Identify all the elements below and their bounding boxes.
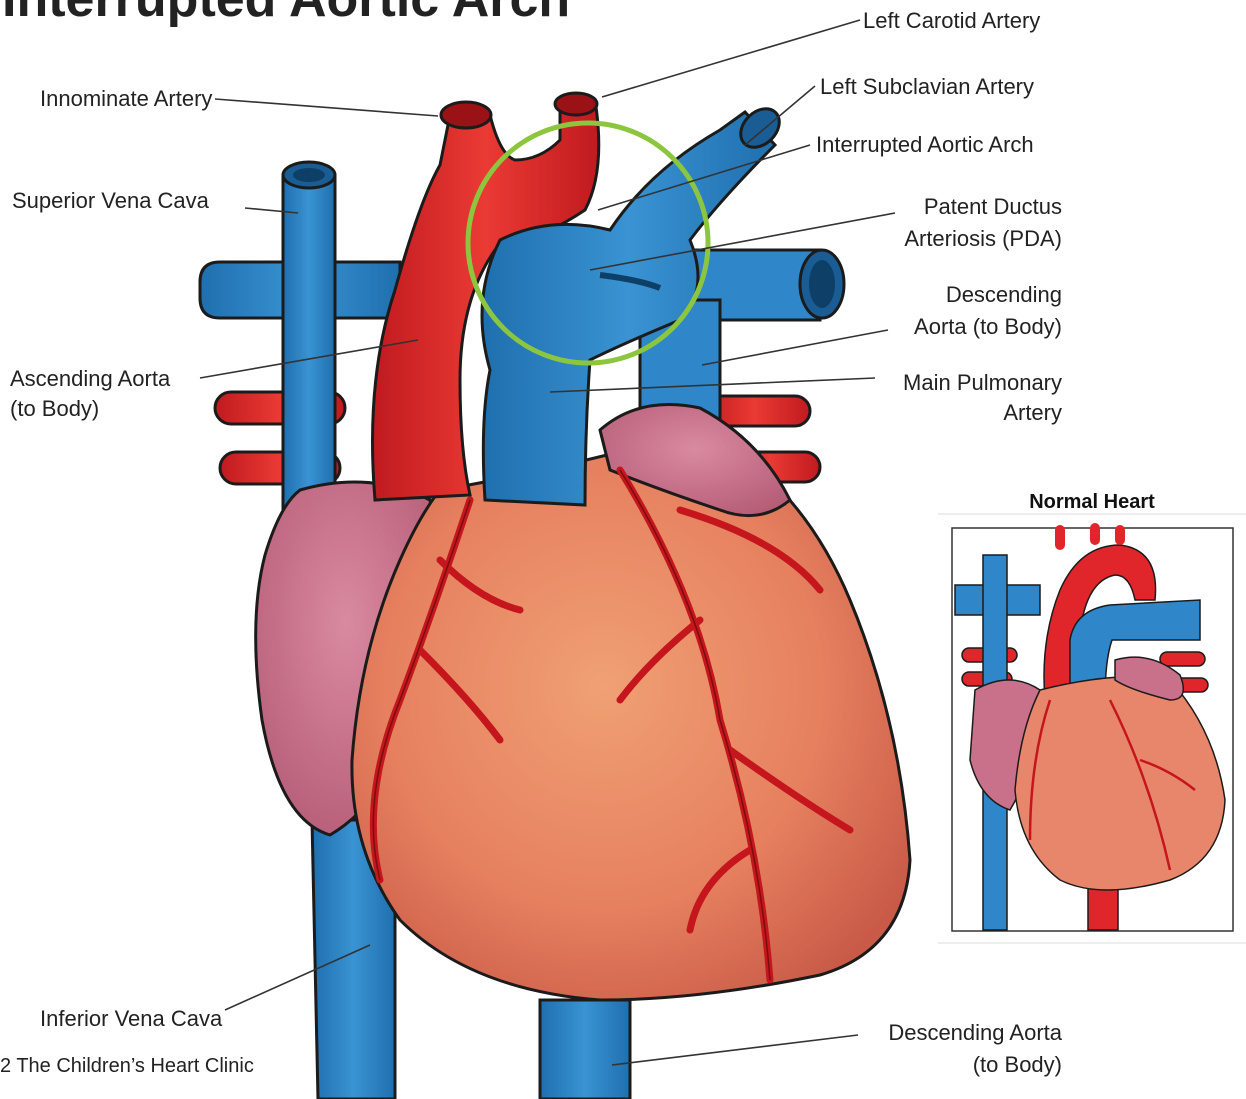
label-descending-aorta-lower-line2: (to Body) bbox=[973, 1052, 1062, 1077]
normal-heart-inset: Normal Heart bbox=[938, 491, 1246, 943]
carotid-opening bbox=[555, 93, 597, 115]
label-ascending-aorta-line1: Ascending Aorta bbox=[10, 366, 171, 391]
label-innominate-artery: Innominate Artery bbox=[40, 86, 212, 111]
label-left-carotid-artery: Left Carotid Artery bbox=[863, 8, 1040, 33]
label-ascending-aorta-line2: (to Body) bbox=[10, 396, 99, 421]
label-patent-ductus-line1: Patent Ductus bbox=[924, 194, 1062, 219]
label-inferior-vena-cava: Inferior Vena Cava bbox=[40, 1006, 223, 1031]
heart-ventricles bbox=[352, 430, 910, 1000]
descending-aorta-lower bbox=[540, 1000, 630, 1099]
label-descending-aorta-upper-line2: Aorta (to Body) bbox=[914, 314, 1062, 339]
label-left-subclavian-artery: Left Subclavian Artery bbox=[820, 74, 1034, 99]
label-superior-vena-cava: Superior Vena Cava bbox=[12, 188, 210, 213]
copyright-text: 2 The Children’s Heart Clinic bbox=[0, 1055, 254, 1077]
page-title: Interrupted Aortic Arch bbox=[2, 0, 570, 28]
label-main-pulmonary-line2: Artery bbox=[1003, 400, 1062, 425]
innominate-opening bbox=[441, 102, 491, 128]
label-patent-ductus-line2: Arteriosis (PDA) bbox=[904, 226, 1062, 251]
inset-title: Normal Heart bbox=[1029, 491, 1155, 513]
label-descending-aorta-lower-line1: Descending Aorta bbox=[888, 1020, 1062, 1045]
label-main-pulmonary-line1: Main Pulmonary bbox=[903, 370, 1062, 395]
label-interrupted-aortic-arch: Interrupted Aortic Arch bbox=[816, 132, 1034, 157]
label-descending-aorta-upper-line1: Descending bbox=[946, 282, 1062, 307]
